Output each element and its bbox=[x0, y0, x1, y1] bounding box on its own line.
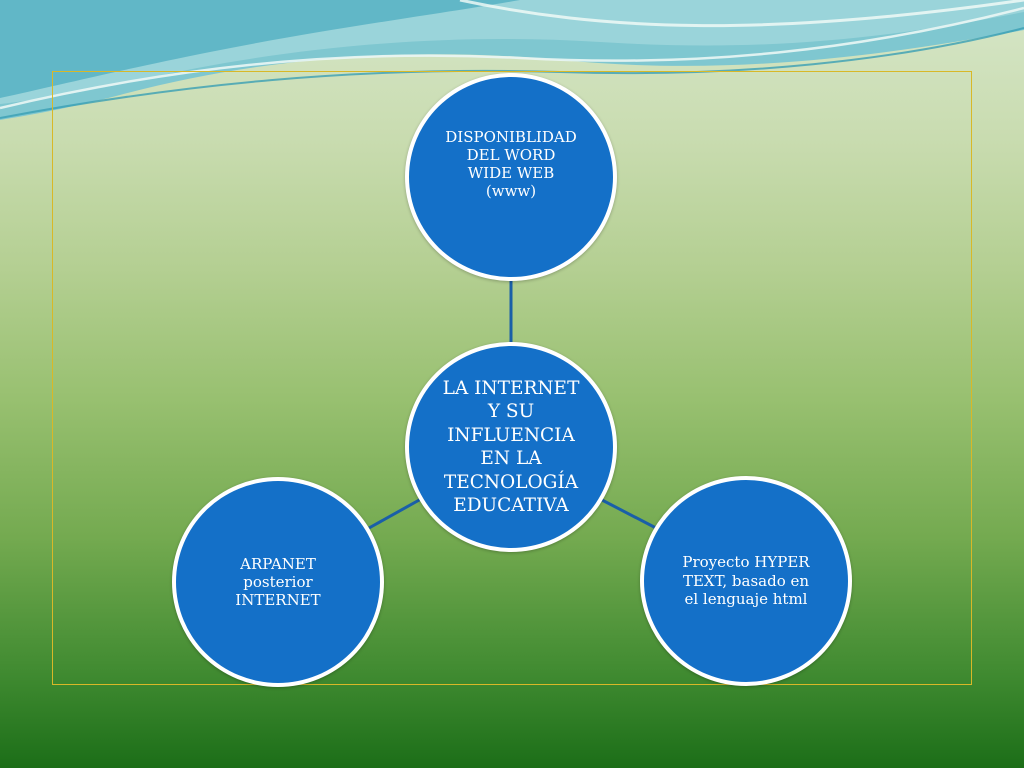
node-www-label: DISPONIBLIDAD DEL WORD WIDE WEB (www) bbox=[445, 128, 577, 200]
node-hypertext: Proyecto HYPER TEXT, basado en el lengua… bbox=[640, 476, 852, 686]
connector-center-left bbox=[368, 497, 422, 530]
node-hypertext-label: Proyecto HYPER TEXT, basado en el lengua… bbox=[682, 553, 810, 609]
node-www: DISPONIBLIDAD DEL WORD WIDE WEB (www) bbox=[405, 73, 617, 281]
content-frame bbox=[52, 71, 972, 685]
node-arpanet: ARPANET posterior INTERNET bbox=[172, 477, 384, 687]
node-arpanet-label: ARPANET posterior INTERNET bbox=[235, 555, 321, 609]
wave-band-dark bbox=[0, 0, 520, 98]
node-center: LA INTERNET Y SU INFLUENCIA EN LA TECNOL… bbox=[405, 342, 617, 552]
connector-center-right bbox=[601, 498, 657, 530]
wave-highlight-1 bbox=[0, 6, 1024, 110]
wave-highlight-3 bbox=[459, 0, 1024, 28]
node-center-label: LA INTERNET Y SU INFLUENCIA EN LA TECNOL… bbox=[442, 377, 580, 517]
